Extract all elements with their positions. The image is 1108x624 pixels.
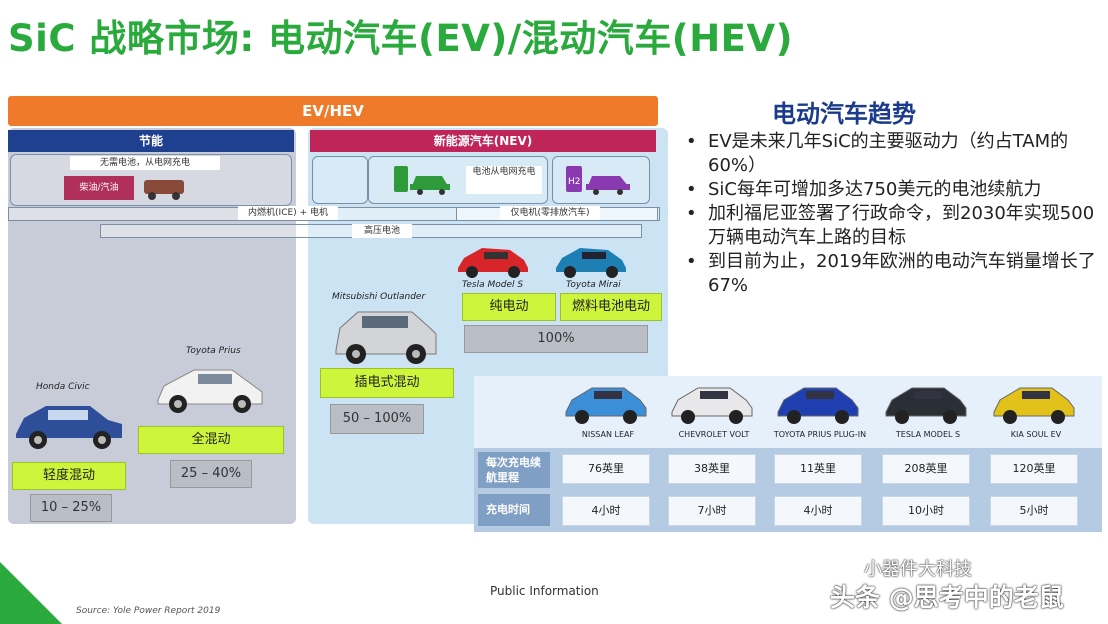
range-row-header: 每次充电续航里程 bbox=[478, 452, 550, 488]
motor-only-label: 仅电机(零排放汽车) bbox=[500, 206, 600, 220]
honda-civic-label: Honda Civic bbox=[36, 382, 90, 392]
table-car-image bbox=[777, 387, 859, 424]
trend-bullet-2: SiC每年可增加多达750美元的电池续航力 bbox=[680, 178, 1105, 202]
plug-group bbox=[312, 156, 368, 204]
page-title: SiC 战略市场: 电动汽车(EV)/混动汽车(HEV) bbox=[8, 17, 793, 60]
bev-label: 纯电动 bbox=[462, 293, 556, 321]
energy-saving-header: 节能 bbox=[8, 130, 294, 152]
range-cell: 76英里 bbox=[562, 454, 650, 484]
hydrogen-car-icon: H2 bbox=[566, 166, 630, 195]
table-car-name: TOYOTA PRIUS PLUG-IN bbox=[773, 430, 867, 439]
charge-time-cell: 10小时 bbox=[882, 496, 970, 526]
plugin-hybrid-share: 50 – 100% bbox=[330, 404, 424, 434]
toyota-prius-label: Toyota Prius bbox=[186, 346, 241, 356]
table-car-name: KIA SOUL EV bbox=[1010, 430, 1062, 439]
charging-car-icon bbox=[394, 166, 450, 195]
mild-hybrid-label: 轻度混动 bbox=[12, 462, 126, 490]
charge-time-cell: 4小时 bbox=[774, 496, 862, 526]
table-car-name: NISSAN LEAF bbox=[581, 430, 635, 439]
range-cell: 120英里 bbox=[990, 454, 1078, 484]
mitsubishi-outlander-image bbox=[335, 311, 437, 364]
start-stop-label: 无需电池，从电网充电 bbox=[70, 156, 220, 170]
table-car-image bbox=[671, 387, 753, 424]
trend-bullet-3: 加利福尼亚签署了行政命令，到2030年实现500万辆电动汽车上路的目标 bbox=[680, 202, 1105, 250]
table-car-name: TESLA MODEL S bbox=[895, 430, 961, 439]
toyota-mirai-label: Toyota Mirai bbox=[566, 280, 621, 290]
charge-time-cell: 4小时 bbox=[562, 496, 650, 526]
corner-accent bbox=[0, 562, 62, 624]
honda-civic-image bbox=[16, 406, 122, 449]
mild-hybrid-share: 10 – 25% bbox=[30, 494, 112, 522]
table-car-image bbox=[993, 387, 1075, 424]
trend-bullet-1: EV是未来几年SiC的主要驱动力（约占TAM的60%） bbox=[680, 130, 1105, 178]
fcev-label: 燃料电池电动 bbox=[560, 293, 662, 321]
fuel-label: 柴油/汽油 bbox=[64, 176, 134, 200]
table-car-image bbox=[565, 387, 647, 424]
car-engine-icon bbox=[144, 180, 184, 200]
full-hybrid-share: 25 – 40% bbox=[170, 460, 252, 488]
footer-label: Public Information bbox=[490, 584, 599, 598]
hv-battery-label: 高压电池 bbox=[352, 224, 412, 238]
ev-share: 100% bbox=[464, 325, 648, 353]
charge-time-cell: 7小时 bbox=[668, 496, 756, 526]
watermark-brand: 小器件大科技 bbox=[864, 559, 972, 580]
toyota-mirai-image bbox=[556, 248, 626, 278]
table-car-image bbox=[885, 387, 967, 424]
full-hybrid-label: 全混动 bbox=[138, 426, 284, 454]
watermark-author: 头条 @思考中的老鼠 bbox=[830, 583, 1064, 612]
trend-title: 电动汽车趋势 bbox=[772, 100, 916, 128]
tesla-model-s-label: Tesla Model S bbox=[462, 280, 524, 290]
range-cell: 38英里 bbox=[668, 454, 756, 484]
trend-bullets: EV是未来几年SiC的主要驱动力（约占TAM的60%） SiC每年可增加多达75… bbox=[680, 130, 1105, 298]
plugin-hybrid-label: 插电式混动 bbox=[320, 368, 454, 398]
range-cell: 208英里 bbox=[882, 454, 970, 484]
trend-bullet-4: 到目前为止，2019年欧洲的电动汽车销量增长了67% bbox=[680, 250, 1105, 298]
ice-motor-label: 内燃机(ICE) + 电机 bbox=[238, 206, 338, 220]
tesla-model-s-image bbox=[458, 248, 528, 278]
toyota-prius-image bbox=[157, 369, 263, 413]
mitsubishi-outlander-label: Mitsubishi Outlander bbox=[332, 292, 426, 302]
charge-time-cell: 5小时 bbox=[990, 496, 1078, 526]
nev-header: 新能源汽车(NEV) bbox=[310, 130, 656, 152]
charge-row-header: 充电时间 bbox=[478, 494, 550, 526]
ev-hev-header-bar: EV/HEV bbox=[8, 96, 658, 126]
grid-charge-label: 电池从电网充电 bbox=[466, 166, 542, 194]
source-note: Source: Yole Power Report 2019 bbox=[76, 606, 221, 616]
range-cell: 11英里 bbox=[774, 454, 862, 484]
svg-text:H2: H2 bbox=[568, 177, 581, 187]
table-car-name: CHEVROLET VOLT bbox=[678, 430, 750, 439]
